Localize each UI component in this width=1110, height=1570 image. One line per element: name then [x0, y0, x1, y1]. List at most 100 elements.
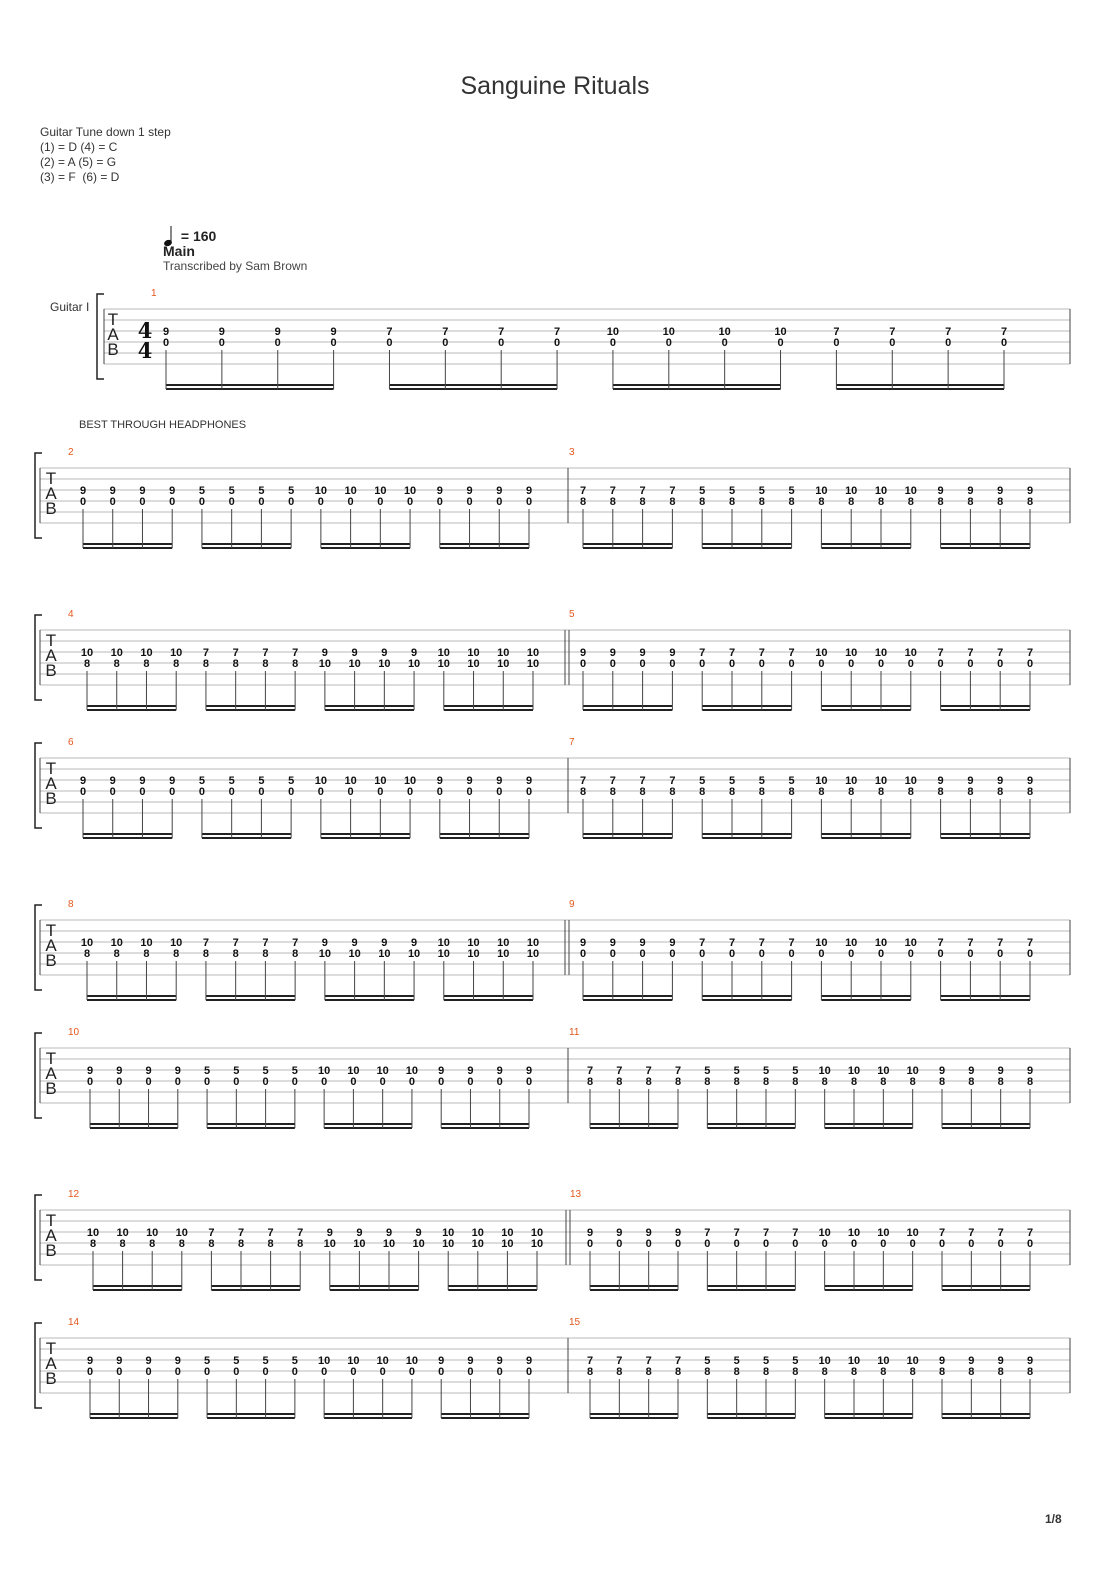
fret-number: 0	[380, 1076, 386, 1088]
fret-number: 10	[875, 485, 887, 497]
fret-number: 5	[699, 485, 705, 497]
fret-number: 9	[1027, 1065, 1033, 1077]
fret-number: 0	[263, 1076, 269, 1088]
fret-number: 8	[939, 1076, 945, 1088]
fret-number: 5	[734, 1065, 740, 1077]
fret-number: 7	[442, 326, 448, 338]
fret-number: 0	[998, 1238, 1004, 1250]
fret-number: 0	[675, 1238, 681, 1250]
fret-number: 0	[640, 658, 646, 670]
fret-number: 10	[438, 647, 450, 659]
fret-number: 9	[968, 1065, 974, 1077]
fret-number: 8	[262, 948, 268, 960]
fret-number: 0	[467, 1076, 473, 1088]
fret-number: 9	[381, 937, 387, 949]
fret-number: 0	[777, 337, 783, 349]
fret-number: 8	[734, 1366, 740, 1378]
fret-number: 0	[759, 658, 765, 670]
fret-number: 7	[233, 647, 239, 659]
fret-number: 0	[1001, 337, 1007, 349]
fret-number: 7	[763, 1227, 769, 1239]
tab-clef-letter: A	[45, 484, 57, 503]
tab-clef-letter: B	[45, 499, 56, 518]
fret-number: 8	[149, 1238, 155, 1250]
tab-clef-letter: A	[107, 325, 119, 344]
fret-number: 10	[497, 937, 509, 949]
fret-number: 10	[819, 1355, 831, 1367]
fret-number: 9	[327, 1227, 333, 1239]
fret-number: 10	[905, 647, 917, 659]
fret-number: 8	[120, 1238, 126, 1250]
fret-number: 9	[967, 775, 973, 787]
fret-number: 9	[998, 1065, 1004, 1077]
fret-number: 8	[822, 1366, 828, 1378]
fret-number: 10	[848, 1227, 860, 1239]
fret-number: 0	[139, 786, 145, 798]
fret-number: 10	[527, 658, 539, 670]
fret-number: 8	[84, 658, 90, 670]
fret-number: 0	[616, 1238, 622, 1250]
fret-number: 0	[967, 948, 973, 960]
fret-number: 8	[998, 1366, 1004, 1378]
fret-number: 0	[526, 496, 532, 508]
fret-number: 0	[878, 948, 884, 960]
fret-number: 8	[729, 786, 735, 798]
fret-number: 9	[331, 326, 337, 338]
fret-number: 7	[208, 1227, 214, 1239]
fret-number: 0	[699, 948, 705, 960]
fret-number: 10	[467, 948, 479, 960]
fret-number: 10	[324, 1238, 336, 1250]
fret-number: 10	[467, 658, 479, 670]
fret-number: 0	[734, 1238, 740, 1250]
fret-number: 7	[580, 485, 586, 497]
fret-number: 0	[175, 1076, 181, 1088]
performance-annotation: BEST THROUGH HEADPHONES	[79, 419, 247, 431]
fret-number: 9	[646, 1227, 652, 1239]
fret-number: 7	[789, 647, 795, 659]
fret-number: 10	[875, 775, 887, 787]
fret-number: 0	[318, 496, 324, 508]
time-signature-denominator: 4	[138, 338, 153, 363]
fret-number: 10	[819, 1065, 831, 1077]
fret-number: 9	[322, 647, 328, 659]
fret-number: 9	[145, 1355, 151, 1367]
tab-clef-letter: T	[46, 631, 56, 650]
fret-number: 8	[968, 1366, 974, 1378]
measure-number: 10	[68, 1027, 80, 1038]
fret-number: 0	[669, 948, 675, 960]
fret-number: 8	[997, 786, 1003, 798]
fret-number: 0	[997, 658, 1003, 670]
tab-clef-letter: B	[107, 340, 118, 359]
fret-number: 9	[526, 775, 532, 787]
fret-number: 8	[818, 786, 824, 798]
tab-clef-letter: T	[46, 1049, 56, 1068]
fret-number: 10	[347, 1065, 359, 1077]
measure-number: 2	[68, 447, 74, 458]
fret-number: 0	[526, 1076, 532, 1088]
fret-number: 10	[907, 1355, 919, 1367]
fret-number: 0	[526, 1366, 532, 1378]
instrument-name: Guitar I	[50, 300, 90, 314]
fret-number: 7	[734, 1227, 740, 1239]
fret-number: 10	[845, 937, 857, 949]
fret-number: 8	[675, 1366, 681, 1378]
fret-number: 0	[580, 658, 586, 670]
fret-number: 8	[616, 1366, 622, 1378]
fret-number: 8	[699, 496, 705, 508]
fret-number: 7	[945, 326, 951, 338]
fret-number: 9	[352, 937, 358, 949]
fret-number: 0	[110, 496, 116, 508]
fret-number: 0	[331, 337, 337, 349]
fret-number: 0	[175, 1366, 181, 1378]
fret-number: 7	[968, 1227, 974, 1239]
fret-number: 9	[322, 937, 328, 949]
tab-clef-letter: T	[108, 310, 118, 329]
measure-number: 14	[68, 1317, 80, 1328]
tuning-heading: Guitar Tune down 1 step	[40, 125, 171, 139]
fret-number: 7	[789, 937, 795, 949]
fret-number: 7	[889, 326, 895, 338]
fret-number: 9	[175, 1355, 181, 1367]
tab-clef-letter: B	[45, 1369, 56, 1388]
tab-clef-letter: T	[46, 759, 56, 778]
transcriber-credit: Transcribed by Sam Brown	[163, 259, 308, 273]
